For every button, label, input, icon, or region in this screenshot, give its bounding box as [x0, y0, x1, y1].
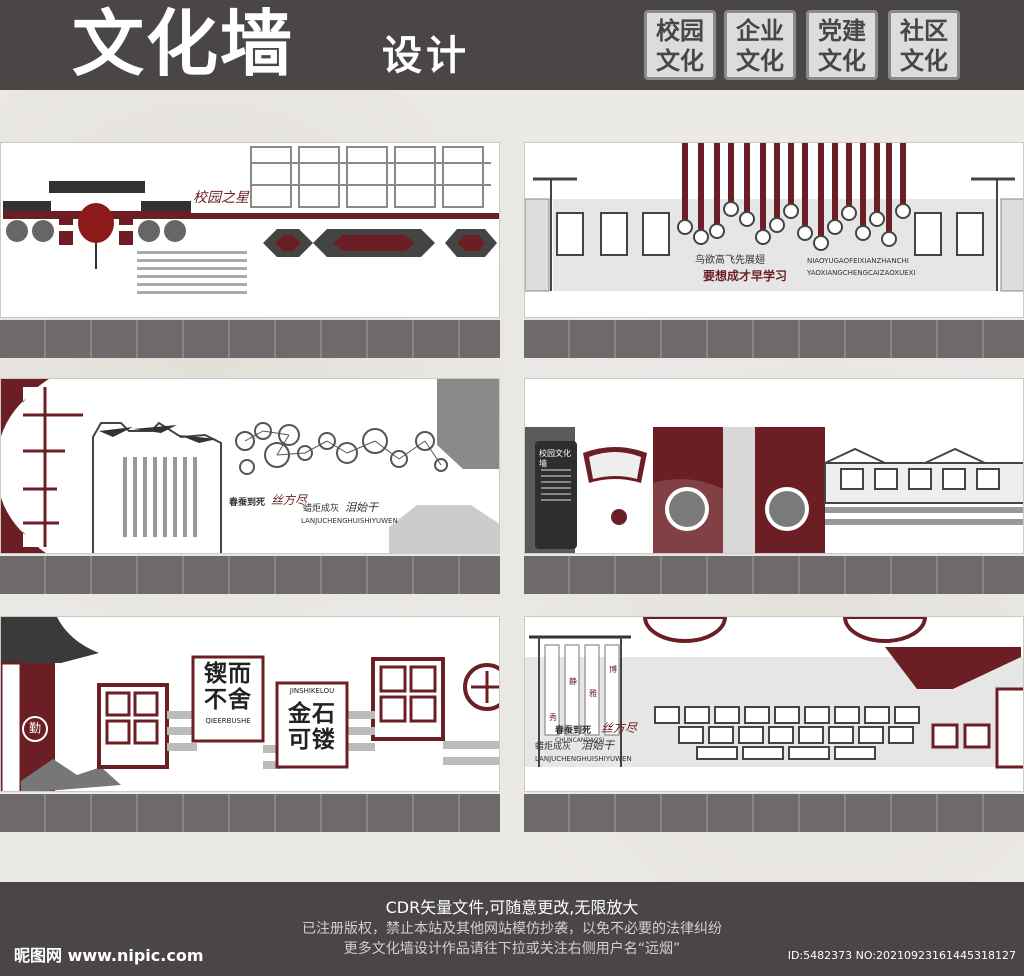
panel-5-box2-pinyin: JINSHIKELOU: [289, 687, 335, 695]
panel-6-line1a: 春蚕到死: [555, 726, 592, 736]
panel-5-box1-pinyin: QIEERBUSHE: [205, 717, 251, 725]
panel-3-line1b: 丝方尽: [271, 493, 308, 507]
tag-party[interactable]: 党建文化: [806, 10, 878, 80]
panel-1-artwork: [3, 146, 499, 294]
image-id: ID:5482373 NO:20210923161445318127: [787, 949, 1016, 962]
panel-6-line2b: 泪始干: [581, 739, 614, 752]
panel-virtues: 秀 静 雅 博 春蚕到死 丝方尽 CHUNCANDAOSI 蜡炬成灰 泪始干 L…: [524, 616, 1024, 792]
panel-2-line1: 鸟欲高飞先展翅: [695, 255, 765, 266]
floor-4: [524, 556, 1024, 594]
panel-3-line2b: 泪始干: [345, 501, 378, 514]
panel-6-col-1: 秀: [549, 713, 557, 722]
floor-6: [524, 794, 1024, 832]
panel-5-box2: 金石可镂: [288, 700, 336, 753]
panel-6-artwork: [525, 617, 1023, 769]
panel-3-line2a: 蜡炬成灰: [303, 504, 340, 514]
panel-6-col-2: 静: [569, 677, 577, 686]
panel-1-mark: 校园之星: [193, 190, 249, 206]
panel-6-line1b: 丝方尽: [601, 721, 638, 735]
site-logo[interactable]: 昵图网 www.nipic.com: [14, 946, 204, 965]
page-title: 文化墙: [72, 2, 295, 86]
footer-line-1: CDR矢量文件,可随意更改,无限放大: [385, 898, 639, 917]
panel-4-artwork: [525, 427, 1023, 553]
panel-3-pinyin: LANJUCHENGHUISHIYUWEN: [301, 517, 398, 525]
floor-3: [0, 556, 500, 594]
floor-2: [524, 320, 1024, 358]
panel-campus-star: 校园之星: [0, 142, 500, 318]
footer-line-3: 更多文化墙设计作品请往下拉或关注右侧用户名“远烟”: [343, 941, 681, 957]
panel-6-col-4: 博: [609, 665, 617, 674]
panel-6-col-3: 雅: [589, 689, 597, 698]
panel-6-pinyin2: LANJUCHENGHUISHIYUWEN: [535, 755, 632, 763]
panel-2-line2: 要想成才早学习: [703, 269, 788, 283]
panel-3-artwork: [1, 379, 499, 553]
tag-campus[interactable]: 校园文化: [644, 10, 716, 80]
panel-3-line1a: 春蚕到死: [229, 498, 266, 508]
panel-6-pinyin1: CHUNCANDAOSI: [555, 737, 605, 744]
floor-5: [0, 794, 500, 832]
floor-1: [0, 320, 500, 358]
panel-early-study: 鸟欲高飞先展翅 要想成才早学习 NIAOYUGAOFEIXIANZHANCHI …: [524, 142, 1024, 318]
panel-2-pinyin2: YAOXIANGCHENGCAIZAOXUEXI: [807, 269, 916, 277]
panel-5-box1: 锲而不舍: [204, 660, 252, 713]
design-canvas: 校园之星 鸟: [0, 90, 1024, 882]
panel-5-artwork: [1, 617, 499, 791]
panel-2-pinyin1: NIAOYUGAOFEIXIANZHANCHI: [807, 257, 909, 265]
header-bar: 文化墙 设计 校园文化 企业文化 党建文化 社区文化: [0, 0, 1024, 90]
panel-5-seal: 勤: [28, 721, 41, 735]
page-subtitle: 设计: [382, 33, 470, 79]
footer-line-2: 已注册版权，禁止本站及其他网站模仿抄袭，以免不必要的法律纠纷: [302, 921, 722, 937]
panel-campus-wall: 校园文化墙: [524, 378, 1024, 554]
panel-6-line2a: 蜡炬成灰: [535, 742, 572, 752]
footer-bar: CDR矢量文件,可随意更改,无限放大 已注册版权，禁止本站及其他网站模仿抄袭，以…: [0, 882, 1024, 976]
panel-2-artwork: [525, 143, 1023, 292]
panel-candle: 春蚕到死 丝方尽 蜡炬成灰 泪始干 LANJUCHENGHUISHIYUWEN: [0, 378, 500, 554]
tag-enterprise[interactable]: 企业文化: [724, 10, 796, 80]
tag-community[interactable]: 社区文化: [888, 10, 960, 80]
panel-4-label: 校园文化墙: [539, 449, 571, 468]
panel-perseverance: 锲而不舍 QIEERBUSHE JINSHIKELOU 金石可镂 勤: [0, 616, 500, 792]
